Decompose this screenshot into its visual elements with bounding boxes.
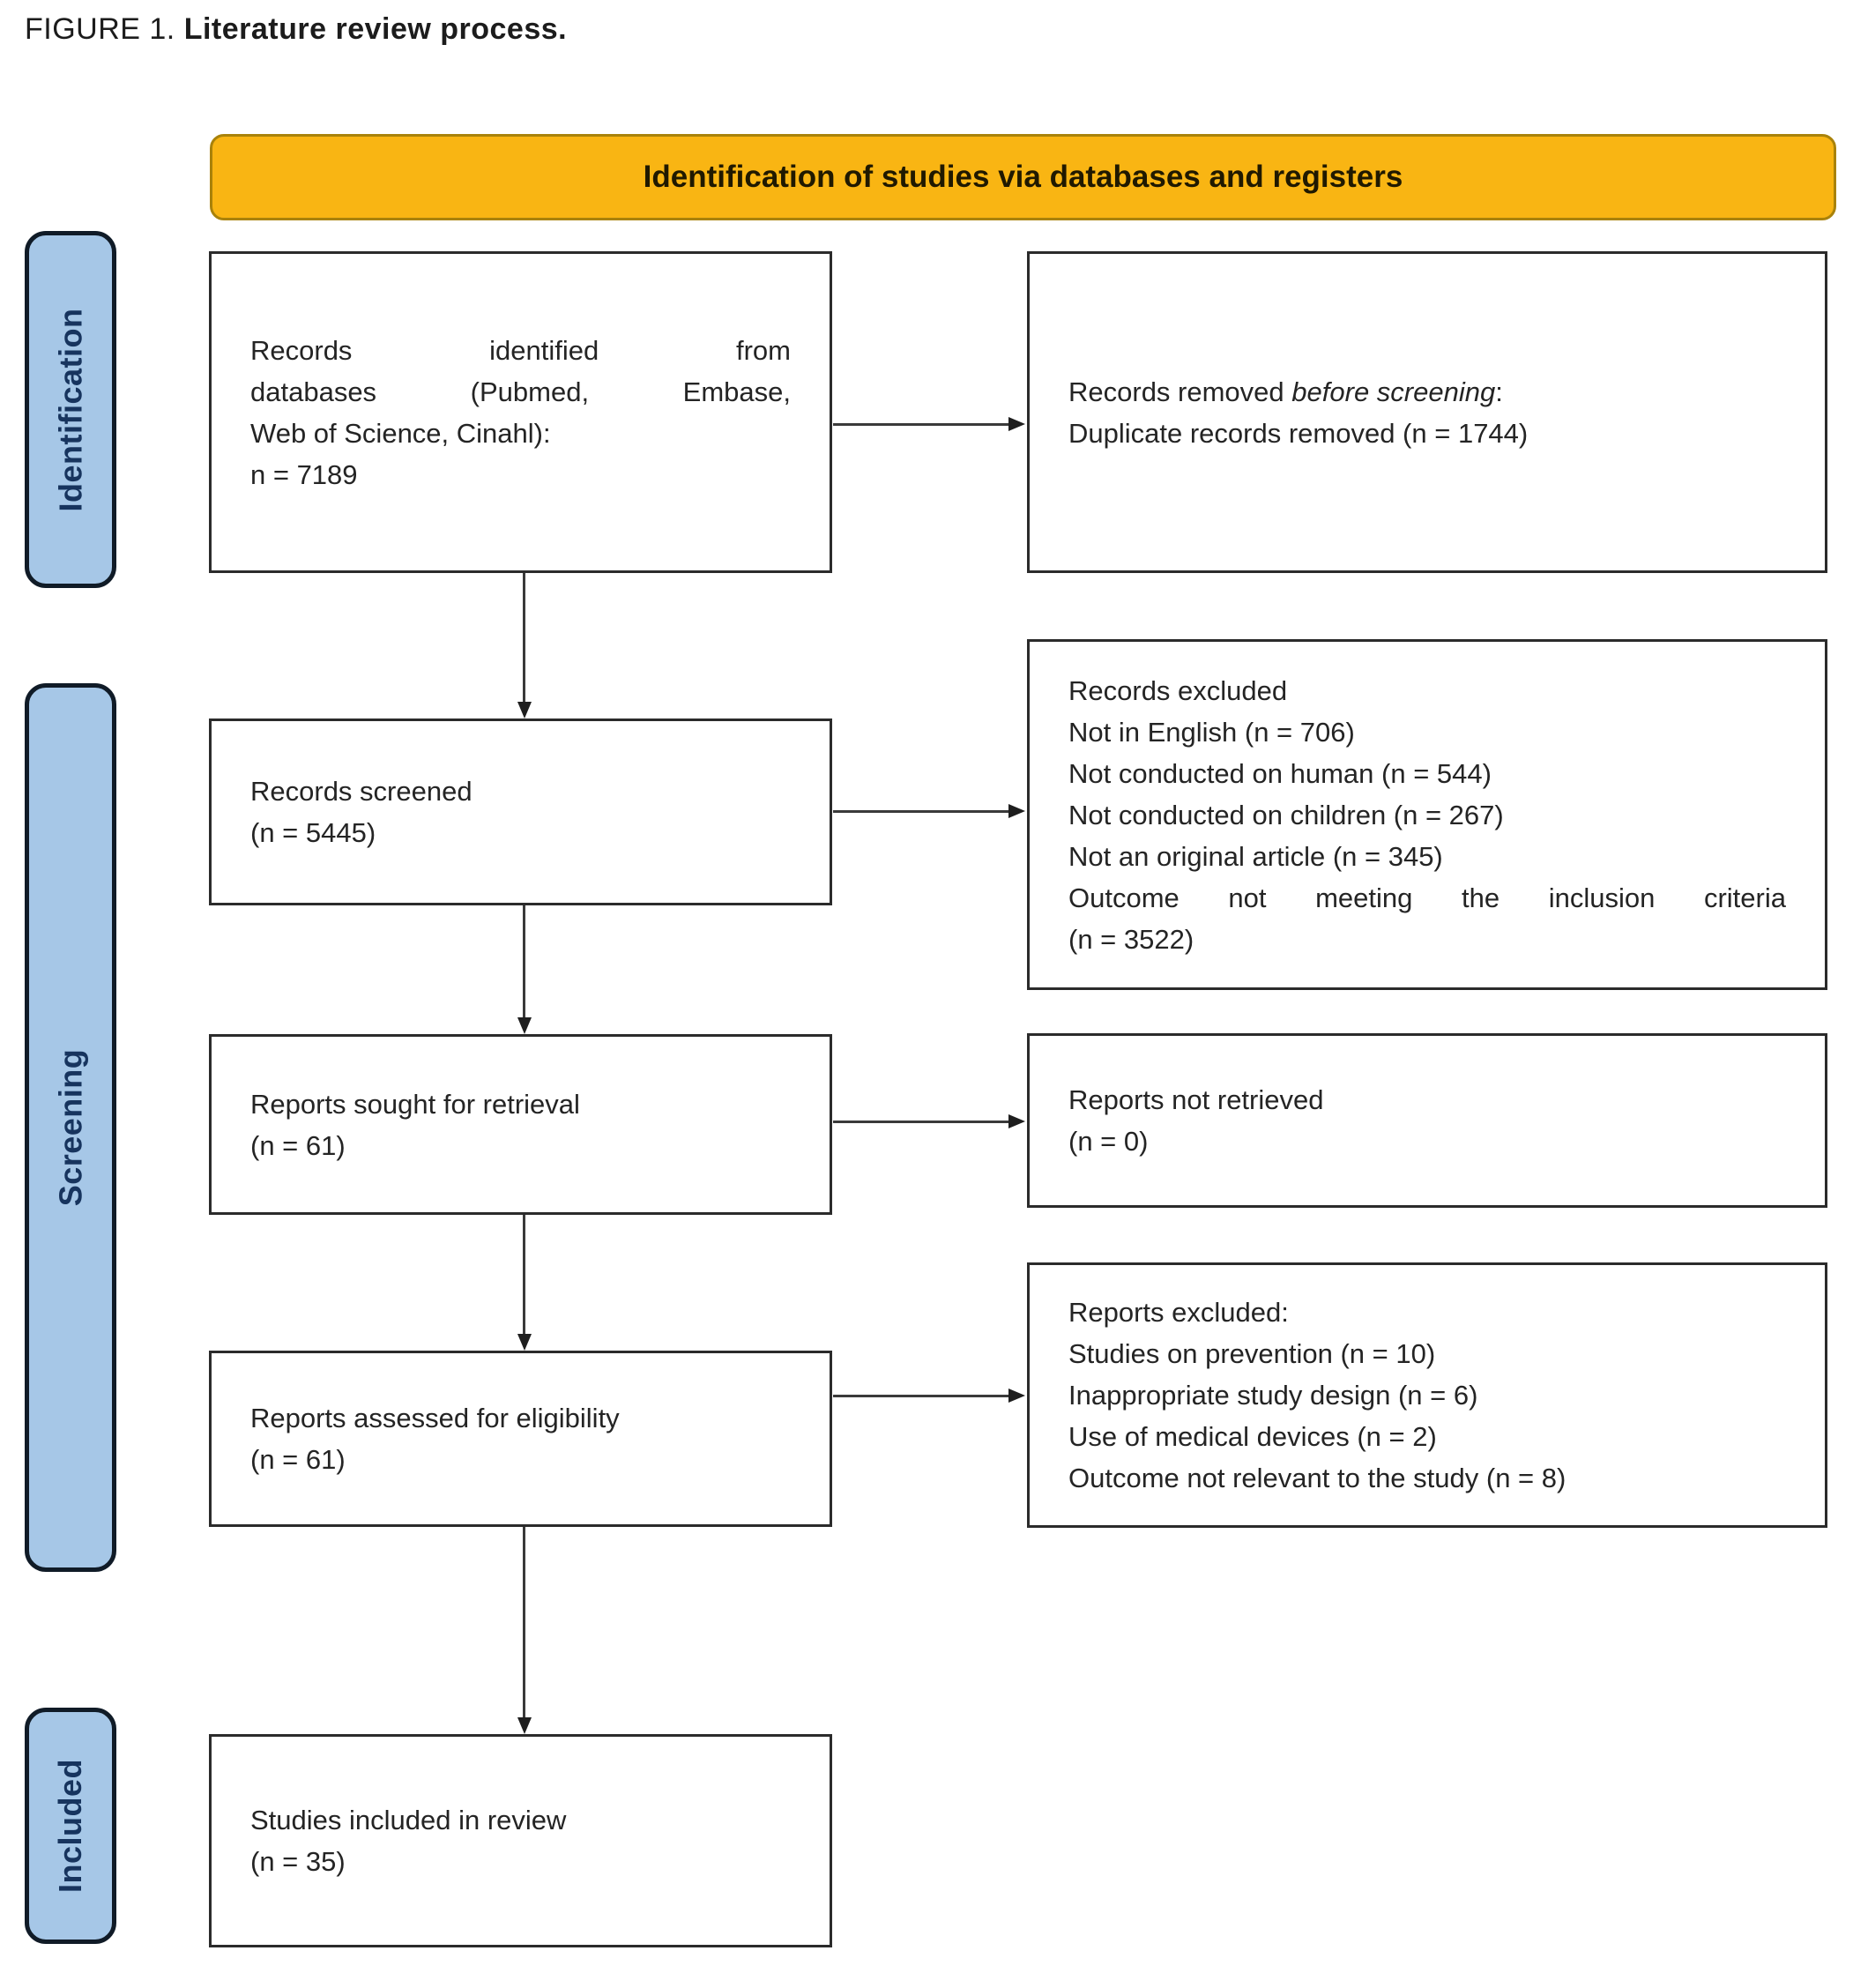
figure-title: Literature review process. bbox=[175, 12, 568, 46]
text-line: Duplicate records removed (n = 1744) bbox=[1068, 417, 1529, 449]
banner-label: Identification of studies via databases … bbox=[643, 160, 1403, 194]
arrow-sought-to-assessed-line bbox=[523, 1215, 525, 1335]
text-line: databases(Pubmed,Embase, bbox=[250, 376, 791, 407]
text-line: Not an original article (n = 345) bbox=[1068, 840, 1443, 872]
arrow-identified-to-removed-head bbox=[1008, 417, 1025, 431]
text-line: (n = 61) bbox=[250, 1129, 346, 1161]
text-line: Inappropriate study design (n = 6) bbox=[1068, 1380, 1478, 1411]
text-line: Web of Science, Cinahl): bbox=[250, 417, 551, 449]
stage-label-screening: Screening bbox=[52, 1048, 88, 1207]
arrow-identified-to-screened-line bbox=[523, 573, 525, 704]
figure-number: FIGURE 1. bbox=[25, 12, 175, 46]
text-line: Studies on prevention (n = 10) bbox=[1068, 1338, 1436, 1369]
text-line: Not conducted on children (n = 267) bbox=[1068, 799, 1504, 830]
box-studies-included: Studies included in review (n = 35) bbox=[209, 1734, 832, 1947]
text-line: Studies included in review bbox=[250, 1805, 567, 1835]
banner-identification-via-databases: Identification of studies via databases … bbox=[210, 134, 1836, 220]
arrow-screened-to-sought-line bbox=[523, 905, 525, 1018]
text-line: Reports not retrieved bbox=[1068, 1084, 1324, 1115]
arrow-identified-to-removed-line bbox=[833, 423, 1010, 426]
text-line: Reports assessed for eligibility bbox=[250, 1403, 620, 1433]
text-line: Reports excluded: bbox=[1068, 1297, 1289, 1328]
arrow-assessed-to-included-line bbox=[523, 1527, 525, 1718]
arrow-assessed-to-included-head bbox=[517, 1717, 532, 1734]
text-line: Not conducted on human (n = 544) bbox=[1068, 757, 1492, 789]
arrow-sought-to-not-retrieved-line bbox=[833, 1121, 1010, 1123]
arrow-screened-to-excluded-head bbox=[1008, 804, 1025, 818]
text-line: (n = 0) bbox=[1068, 1126, 1149, 1157]
stage-bar-identification: Identification bbox=[25, 231, 116, 588]
text-line: Records screened bbox=[250, 776, 473, 807]
stage-label-identification: Identification bbox=[52, 308, 88, 511]
text-line: (n = 5445) bbox=[250, 817, 376, 848]
text-line: (n = 61) bbox=[250, 1444, 346, 1475]
text-line: Use of medical devices (n = 2) bbox=[1068, 1421, 1437, 1452]
arrow-sought-to-not-retrieved-head bbox=[1008, 1114, 1025, 1128]
text-line: Records excluded bbox=[1068, 674, 1288, 706]
text-line: (n = 3522) bbox=[1068, 923, 1194, 955]
box-reports-not-retrieved: Reports not retrieved (n = 0) bbox=[1027, 1033, 1827, 1208]
arrow-screened-to-excluded-line bbox=[833, 810, 1010, 813]
box-reports-excluded: Reports excluded: Studies on prevention (… bbox=[1027, 1262, 1827, 1528]
box-reports-assessed: Reports assessed for eligibility (n = 61) bbox=[209, 1351, 832, 1527]
box-records-removed: Records removed before screening: Duplica… bbox=[1027, 251, 1827, 573]
box-reports-sought: Reports sought for retrieval (n = 61) bbox=[209, 1034, 832, 1215]
text-line: Outcome not relevant to the study (n = 8… bbox=[1068, 1463, 1566, 1493]
arrow-assessed-to-excluded-line bbox=[833, 1395, 1010, 1397]
stage-bar-screening: Screening bbox=[25, 683, 116, 1572]
box-records-screened: Records screened (n = 5445) bbox=[209, 719, 832, 905]
arrow-assessed-to-excluded-head bbox=[1008, 1389, 1025, 1403]
text-line: n = 7189 bbox=[250, 458, 358, 490]
stage-label-included: Included bbox=[52, 1758, 89, 1894]
text-line: Records removed before screening: bbox=[1068, 376, 1503, 407]
arrow-screened-to-sought-head bbox=[517, 1017, 532, 1034]
stage-bar-included: Included bbox=[25, 1708, 116, 1944]
text-line: Not in English (n = 706) bbox=[1068, 716, 1355, 748]
text-line: (n = 35) bbox=[250, 1846, 346, 1877]
arrow-identified-to-screened-head bbox=[517, 702, 532, 719]
figure-caption: FIGURE 1. Literature review process. bbox=[25, 12, 567, 47]
arrow-sought-to-assessed-head bbox=[517, 1334, 532, 1351]
text-line: Reports sought for retrieval bbox=[250, 1088, 580, 1120]
